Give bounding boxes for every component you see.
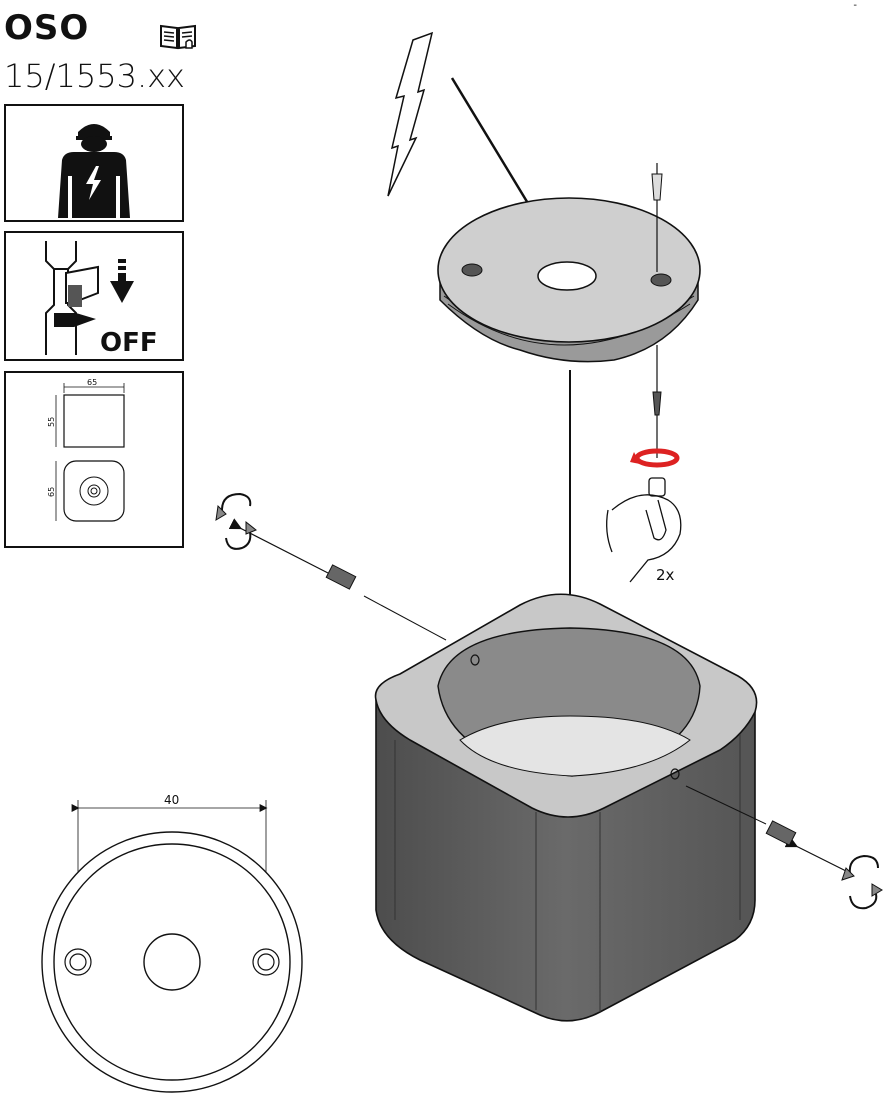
- mounting-plate: [437, 197, 701, 363]
- grub-screw-icon: [685, 785, 849, 873]
- rotate-arrows-icon: [215, 492, 257, 550]
- depth-dimension: 65: [47, 487, 56, 497]
- grub-screw-icon: [228, 518, 447, 641]
- rotate-arrows-icon: [841, 854, 883, 910]
- lamp-body: [374, 593, 758, 1022]
- width-dimension: 65: [87, 378, 97, 387]
- model-number: 15/1553.xx: [4, 57, 185, 95]
- base-plate-drawing: 40: [41, 793, 303, 1093]
- off-label: OFF: [100, 328, 158, 358]
- electrician-panel: [4, 104, 184, 222]
- manual-book-icon: [160, 24, 196, 50]
- rotate-arrows-icon: [630, 448, 680, 468]
- qualified-electrician-icon: [58, 124, 130, 218]
- power-off-panel: OFF: [4, 231, 184, 361]
- lightning-icon: [387, 31, 434, 197]
- screw-icon: [652, 345, 662, 458]
- height-dimension: 55: [47, 417, 56, 427]
- screw-count: 2x: [656, 566, 675, 584]
- wall-plug-icon: [651, 163, 663, 272]
- switch-off-icon: OFF: [45, 241, 158, 358]
- screwdriver-hand-icon: 2x: [606, 477, 682, 584]
- dimensions-panel: 65 55 65: [4, 371, 184, 548]
- brand-name: OSO: [4, 8, 90, 48]
- hole-spacing-label: 40: [164, 793, 179, 807]
- corner-mark: -: [853, 0, 857, 11]
- dimension-drawing: 65 55 65: [47, 378, 125, 522]
